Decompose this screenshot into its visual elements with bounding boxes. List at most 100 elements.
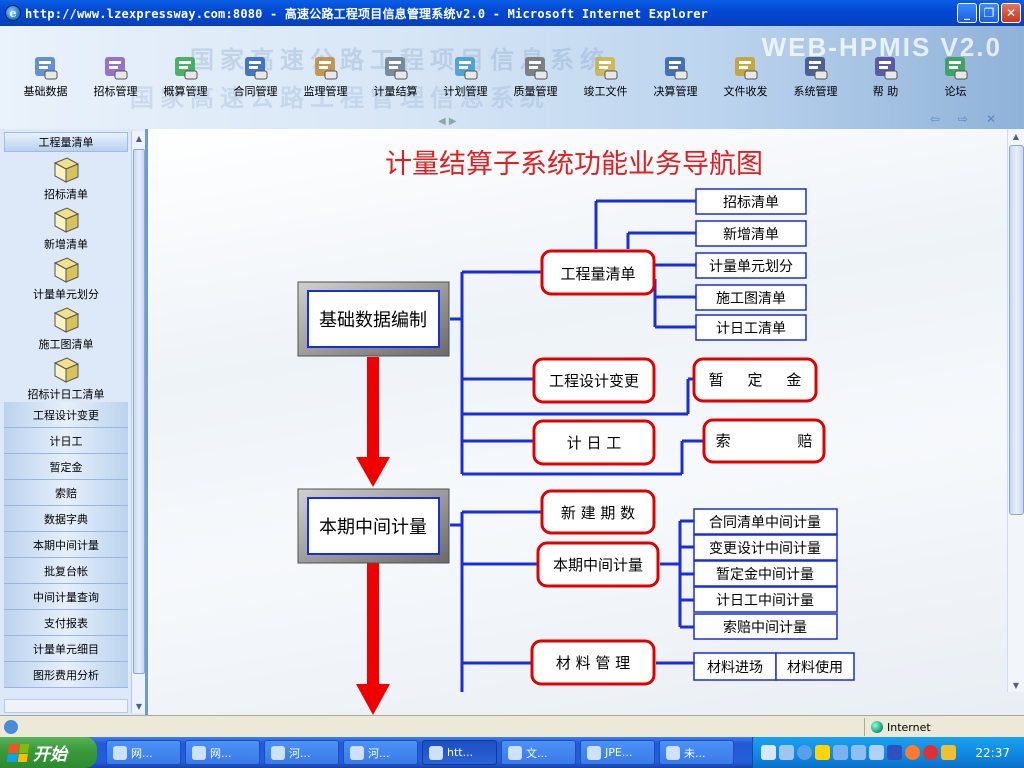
restore-button[interactable]: ❐ (979, 3, 999, 23)
taskbar-task[interactable]: 未... (659, 740, 734, 765)
sidebar-item[interactable]: 暂定金 (4, 454, 128, 480)
taskbar-task[interactable]: 网... (106, 740, 181, 765)
main-box-interim[interactable]: 本期中间计量 (297, 488, 450, 564)
pencil-tray-icon[interactable] (941, 745, 956, 760)
material-child-label[interactable]: 材料进场 (707, 660, 763, 676)
toolbar-item[interactable]: 概算管理 (152, 54, 219, 99)
taskbar-task[interactable]: 网... (185, 740, 260, 765)
qingdan-child-label[interactable]: 招标清单 (723, 195, 779, 211)
sidebar-item[interactable]: 本期中间计量 (4, 532, 128, 558)
toolbar-item[interactable]: 论坛 (922, 54, 989, 99)
node-provisional-sum[interactable]: 暂 定 金 (692, 357, 818, 403)
measure-child-label[interactable]: 计日工中间计量 (716, 593, 814, 609)
sidebar-item[interactable]: 数据字典 (4, 506, 128, 532)
node-qingdan[interactable]: 工程量清单 (540, 249, 656, 296)
tool-icon[interactable] (779, 745, 794, 760)
network-icon[interactable] (833, 745, 848, 760)
toolbar-item[interactable]: 竣工文件 (572, 54, 639, 99)
sidebar-item[interactable]: 计量单元细目 (4, 636, 128, 662)
node-interim-measure[interactable]: 本期中间计量 (536, 541, 660, 588)
sidebar-scroll-thumb[interactable] (133, 149, 145, 674)
toolbar-item[interactable]: 帮 助 (852, 54, 919, 99)
sidebar-sub-item[interactable]: 计量单元划分 (4, 252, 128, 302)
taskbar-task[interactable]: 文... (501, 740, 576, 765)
node-design-change[interactable]: 工程设计变更 (532, 357, 656, 404)
toolbar-item[interactable]: 合同管理 (222, 54, 289, 99)
scroll-down-icon[interactable]: ▼ (135, 701, 143, 711)
sidebar-item[interactable]: 支付报表 (4, 610, 128, 636)
toolbar-item[interactable]: 计量结算 (362, 54, 429, 99)
network-2-icon[interactable] (851, 745, 866, 760)
drawing-icon (53, 307, 80, 333)
main-scroll-down-icon[interactable]: ▼ (1012, 680, 1020, 690)
qingdan-child-label[interactable]: 施工图清单 (716, 291, 786, 307)
sidebar-sub-item[interactable]: 施工图清单 (4, 302, 128, 352)
node-material[interactable]: 材 料 管 理 (530, 639, 656, 686)
window-title-bar[interactable]: e http://www.lzexpressway.com:8080 - 高速公… (0, 0, 1024, 26)
minimize-button[interactable]: _ (957, 3, 977, 23)
sidebar-scrollbar[interactable]: ▲ ▼ (131, 131, 145, 713)
main-scroll-up-icon[interactable]: ▲ (1012, 131, 1020, 141)
measure-child-label[interactable]: 合同清单中间计量 (709, 515, 821, 531)
chat-icon[interactable] (869, 745, 884, 760)
close-frame-icon[interactable]: ✕ (985, 112, 996, 126)
taskbar-task-label: 河... (368, 746, 390, 760)
main-box-interim-label: 本期中间计量 (319, 517, 427, 538)
circle-app-icon[interactable] (905, 745, 920, 760)
main-box-basic[interactable]: 基础数据编制 (297, 281, 450, 357)
toolbar-item[interactable]: 质量管理 (502, 54, 569, 99)
node-new-period[interactable]: 新 建 期 数 (540, 489, 656, 535)
material-child-label[interactable]: 材料使用 (787, 659, 843, 676)
qingdan-child-label[interactable]: 新增清单 (723, 227, 779, 243)
measure-child-label[interactable]: 索赔中间计量 (723, 619, 807, 636)
taskbar-task[interactable]: JPE... (580, 740, 655, 765)
taskbar-task[interactable]: 河... (264, 740, 339, 765)
toolbar-item[interactable]: 系统管理 (782, 54, 849, 99)
qingdan-child-label[interactable]: 计量单元划分 (709, 259, 793, 275)
sidebar-sub-item[interactable]: 新增清单 (4, 202, 128, 252)
banner-nav-arrows[interactable]: ◀ ▶ (438, 116, 457, 127)
toolbar-item[interactable]: 基础数据 (12, 54, 79, 99)
toolbar-item[interactable]: 监理管理 (292, 54, 359, 99)
toolbar-item-label: 计量结算 (373, 85, 418, 98)
measure-child-label[interactable]: 暂定金中间计量 (716, 567, 814, 583)
chevron-left-icon[interactable] (797, 745, 812, 760)
taskbar-task[interactable]: 河... (343, 740, 418, 765)
sidebar-item[interactable]: 计日工 (4, 428, 128, 454)
monitor-tray-icon[interactable] (887, 745, 902, 760)
warning-icon[interactable] (815, 745, 830, 760)
forward-arrow-icon[interactable]: ⇨ (957, 112, 968, 126)
main-scrollbar[interactable]: ▲ ▼ (1007, 129, 1024, 692)
toolbar-item[interactable]: 文件收发 (712, 54, 779, 99)
toolbar-item[interactable]: 计划管理 (432, 54, 499, 99)
node-claim[interactable]: 索 赔 (702, 418, 826, 464)
clock[interactable]: 22:37 (975, 745, 1010, 760)
qingdan-child-label[interactable]: 计日工清单 (716, 321, 786, 337)
new-list-icon (53, 207, 80, 233)
measure-child-label[interactable]: 变更设计中间计量 (709, 541, 821, 557)
sidebar-item[interactable]: 中间计量查询 (4, 584, 128, 610)
back-arrow-icon[interactable]: ⇦ (929, 112, 940, 126)
sidebar-item[interactable]: 批复台帐 (4, 558, 128, 584)
close-button[interactable]: ✕ (1001, 3, 1021, 23)
sidebar-item[interactable]: 图形费用分析 (4, 662, 128, 688)
sidebar-sub-item[interactable]: 招标计日工清单 (4, 352, 128, 402)
app-banner: 国家高速公路工程项目信息系统 国家高速公路工程管理信息系统 WEB-HPMIS … (0, 26, 1024, 129)
sidebar-hscrollbar[interactable] (4, 699, 128, 713)
antivirus-icon[interactable] (923, 745, 938, 760)
sidebar-item[interactable]: 索赔 (4, 480, 128, 506)
toolbar-item[interactable]: 决算管理 (642, 54, 709, 99)
scroll-up-icon[interactable]: ▲ (135, 133, 143, 143)
keyboard-icon[interactable] (761, 745, 776, 760)
bid-list-icon (53, 157, 80, 183)
task-app-icon (350, 745, 364, 760)
node-claim-label: 索 赔 (716, 432, 813, 450)
main-scroll-thumb[interactable] (1009, 145, 1024, 515)
toolbar-item[interactable]: 招标管理 (82, 54, 149, 99)
sidebar-sub-item[interactable]: 招标清单 (4, 152, 128, 202)
sidebar-item[interactable]: 工程设计变更 (4, 402, 128, 428)
start-button[interactable]: 开始 (0, 737, 97, 768)
sidebar-section-header[interactable]: 工程量清单 (4, 132, 128, 152)
node-daywork[interactable]: 计 日 工 (532, 419, 656, 466)
taskbar-task[interactable]: htt... (422, 740, 497, 765)
